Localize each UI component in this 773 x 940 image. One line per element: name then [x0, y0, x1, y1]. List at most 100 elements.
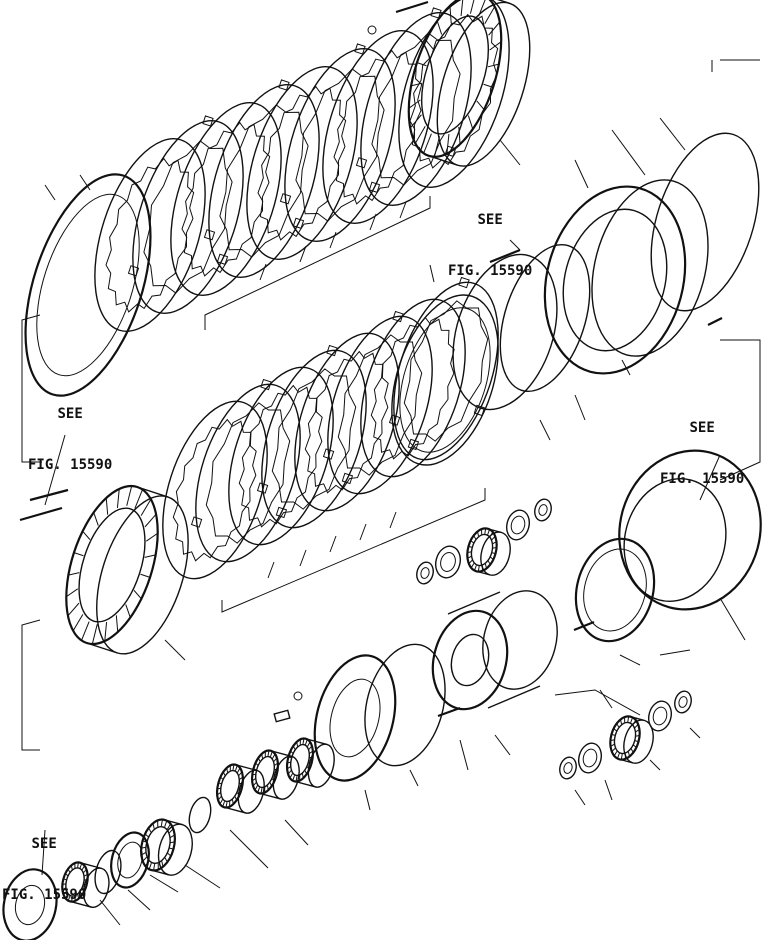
seal-ring — [499, 243, 591, 393]
separator-plate — [322, 310, 433, 495]
separator-plate — [256, 344, 367, 529]
leader-line — [229, 829, 269, 869]
ring-gear-lower — [65, 484, 189, 655]
piston-seal-ring — [364, 643, 446, 767]
leader-line — [41, 829, 46, 876]
leader-line — [604, 779, 613, 801]
leader-line — [499, 139, 521, 166]
leader-line — [184, 864, 221, 889]
leader-line — [459, 739, 469, 771]
figure-reference: FIG. 15590 — [448, 263, 533, 279]
thrust-washer — [416, 561, 434, 585]
separator-plate — [279, 43, 396, 242]
needle-bearing — [434, 545, 462, 579]
dowel-pin — [19, 506, 63, 522]
spline-gear — [250, 749, 300, 800]
input-gear — [140, 818, 193, 876]
spline-gear — [285, 737, 335, 788]
see-label: SEE — [477, 212, 503, 228]
washer — [293, 691, 303, 701]
separator-plate — [127, 115, 244, 314]
leader-line — [329, 535, 337, 553]
needle-bearing — [577, 742, 603, 774]
thrust-washer — [534, 498, 552, 522]
leader-line — [127, 889, 151, 911]
friction-disc — [246, 66, 358, 260]
planet-shaft — [573, 620, 595, 632]
retaining-ring — [188, 796, 212, 834]
needle-bearing — [647, 700, 673, 732]
leader-line — [399, 201, 407, 219]
separator-plate — [388, 276, 499, 461]
leader-line — [429, 264, 435, 283]
upper-pack-bracket — [204, 196, 431, 330]
leader-line — [299, 245, 307, 263]
leader-line — [621, 359, 631, 376]
leader-line — [574, 789, 586, 806]
see-label: SEE — [31, 836, 57, 852]
leader-line — [659, 117, 686, 151]
thrust-washer — [559, 756, 577, 780]
thrust-washer — [674, 690, 692, 714]
friction-disc — [294, 332, 400, 512]
leader-line — [689, 727, 701, 739]
friction-disc — [398, 0, 510, 188]
friction-disc — [94, 138, 206, 332]
snap-ring — [367, 25, 377, 35]
see-figure-callout-right: SEE FIG. 15590 — [660, 386, 744, 505]
leader-line — [364, 789, 371, 811]
clutch-piston — [313, 654, 397, 782]
dowel-pin — [29, 488, 69, 502]
spline-gear — [215, 763, 265, 814]
transmission-housing — [543, 179, 709, 375]
leader-line — [369, 213, 377, 231]
dowel-pin — [707, 317, 723, 326]
leader-line — [574, 394, 586, 421]
leader-line — [329, 231, 337, 249]
roller-bearing — [110, 831, 150, 889]
leader-line — [539, 419, 551, 441]
leader-line — [659, 649, 691, 656]
leader-line — [284, 819, 309, 846]
leader-line — [699, 454, 721, 501]
leader-line — [99, 899, 121, 926]
needle-bearing — [505, 509, 531, 541]
figure-reference: FIG. 15590 — [2, 887, 87, 903]
leader-line — [44, 184, 56, 201]
leader-line — [649, 759, 661, 771]
see-figure-callout-left: SEE FIG. 15590 — [28, 372, 112, 491]
see-label: SEE — [57, 406, 83, 422]
leader-line — [719, 597, 746, 641]
see-figure-callout-bottom: SEE FIG. 15590 — [2, 802, 86, 921]
carrier-bracket — [554, 689, 641, 716]
dowel-pin — [395, 0, 429, 14]
separator-plate — [203, 79, 320, 278]
leader-line — [389, 511, 397, 529]
see-label: SEE — [689, 420, 715, 436]
planet-carrier — [431, 590, 558, 711]
leader-line — [164, 639, 186, 661]
planet-gear — [609, 715, 654, 764]
dowel-pin — [489, 248, 521, 264]
ball-bearing — [2, 868, 58, 940]
leader-line — [574, 159, 589, 189]
friction-disc — [170, 102, 282, 296]
left-frame-bracket — [21, 314, 42, 463]
figure-reference: FIG. 15590 — [28, 457, 113, 473]
o-ring-seal — [650, 132, 760, 312]
planet-gear — [466, 527, 511, 576]
middle-pack-bracket — [221, 488, 486, 613]
leader-line — [409, 769, 419, 787]
left-frame-bracket-lower — [21, 619, 41, 751]
leader-line — [359, 523, 367, 541]
leader-line — [619, 654, 641, 666]
piston-plate — [391, 294, 499, 466]
figure-reference: FIG. 15590 — [660, 471, 745, 487]
leader-line — [259, 263, 267, 281]
bolt — [273, 709, 291, 723]
right-frame-bracket — [719, 339, 761, 481]
friction-disc — [228, 366, 334, 546]
leader-line — [611, 129, 646, 176]
see-figure-callout-top: SEE FIG. 15590 — [448, 178, 532, 297]
